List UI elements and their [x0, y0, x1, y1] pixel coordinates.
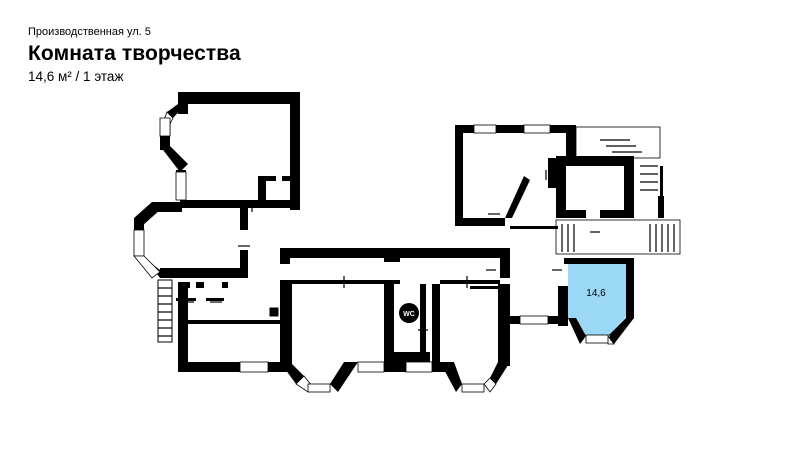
- address: Производственная ул. 5: [28, 26, 151, 38]
- area-floor-info: 14,6 м² / 1 этаж: [28, 69, 124, 84]
- room-area-label: 14,6: [586, 288, 606, 299]
- svg-text:WC: WC: [403, 311, 415, 318]
- windows-center: [295, 315, 549, 393]
- header: Производственная ул. 5 Комната творчеств…: [28, 26, 241, 85]
- highlighted-room[interactable]: [568, 262, 626, 335]
- wall-group-right: [455, 125, 664, 344]
- wall-group-center: [280, 248, 568, 392]
- windows-right: [473, 124, 615, 345]
- staircase-left: [157, 279, 173, 343]
- page-title: Комната творчества: [28, 42, 241, 65]
- wall-group-left: [134, 92, 300, 372]
- door-marks: [182, 170, 600, 331]
- wc-marker: WC: [399, 303, 419, 323]
- staircase-right: [555, 126, 681, 255]
- windows-left: [133, 111, 269, 373]
